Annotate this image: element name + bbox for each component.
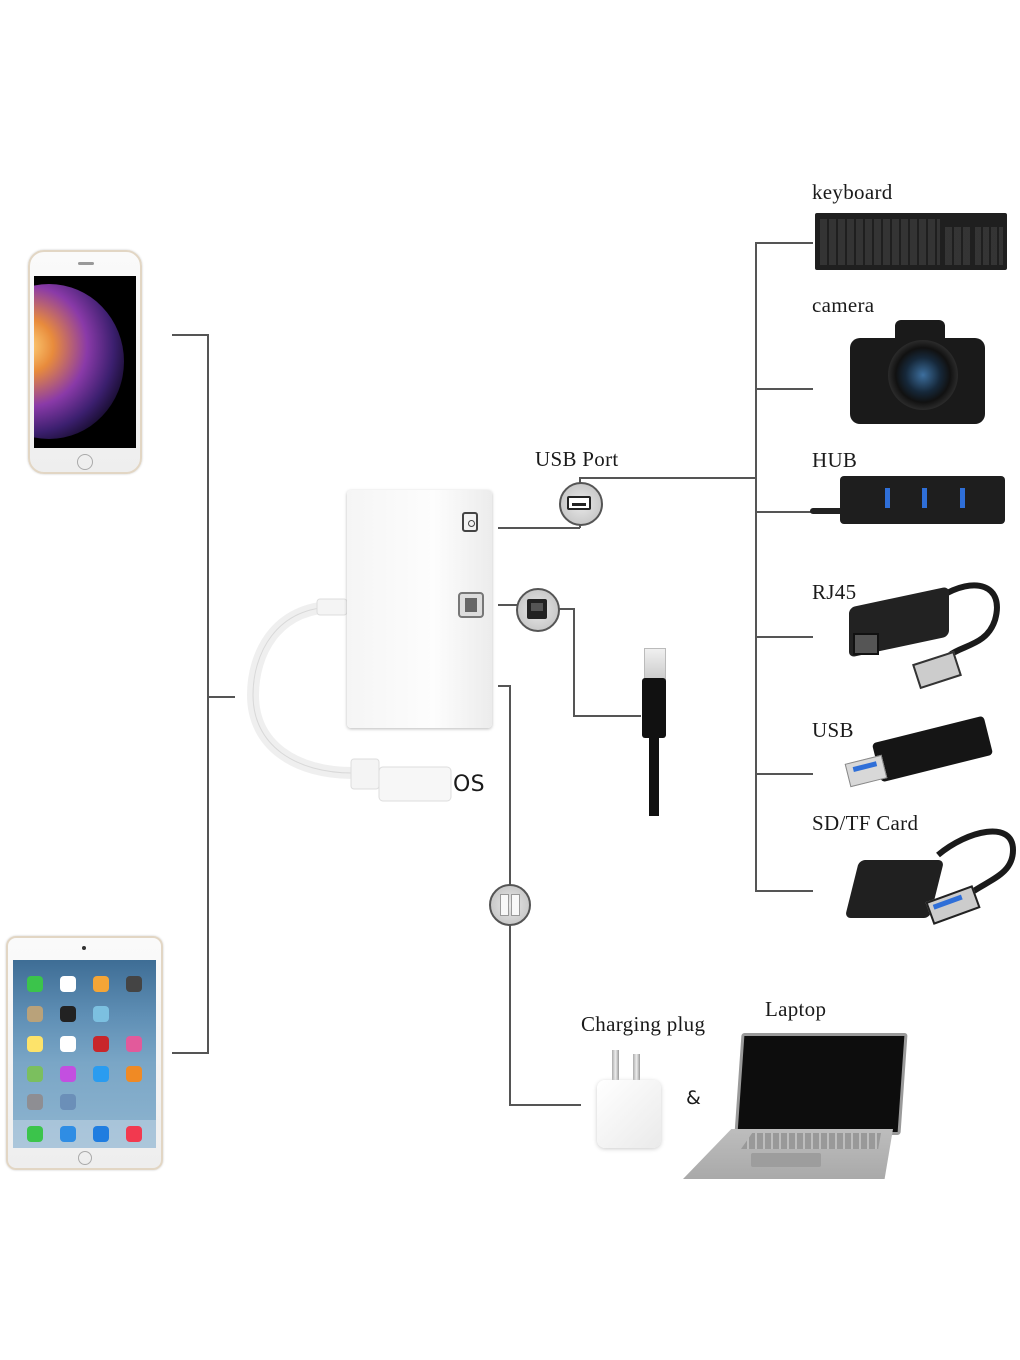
home-button-icon	[77, 454, 93, 470]
app-icon	[126, 1036, 142, 1052]
device-label-usb: USB	[812, 718, 854, 742]
connector-line-left-vertical	[207, 334, 209, 1054]
app-icon	[27, 1126, 43, 1142]
rj45-cable	[938, 582, 1000, 658]
device-label-sdcard: SD/TF Card	[812, 811, 919, 835]
app-icon	[60, 1006, 76, 1022]
usb-hub-image	[810, 476, 1005, 528]
app-icon	[27, 1036, 43, 1052]
adapter-os-label: OS	[453, 772, 485, 797]
ipad-camera	[82, 946, 86, 950]
app-icon	[93, 976, 109, 992]
card-reader-cable	[936, 828, 1017, 898]
app-icon	[93, 1066, 109, 1082]
device-label-hub: HUB	[812, 448, 858, 472]
app-icon	[126, 1066, 142, 1082]
app-icon	[126, 976, 142, 992]
iphone-speaker	[78, 262, 94, 265]
app-icon	[27, 1006, 43, 1022]
planet-wallpaper	[34, 284, 124, 439]
iphone-device	[28, 250, 142, 474]
iphone-screen	[34, 276, 136, 448]
connector-line-rj45-cable	[573, 715, 641, 717]
keyboard-image	[815, 213, 1007, 270]
app-icon	[27, 1066, 43, 1082]
app-icon	[60, 1066, 76, 1082]
connector-line-sdcard	[755, 890, 813, 892]
connector-line-ipad	[172, 1052, 209, 1054]
ampersand-label: &	[686, 1087, 702, 1109]
connector-line-charge-adapter	[498, 685, 510, 687]
lightning-charging-port-icon	[489, 884, 531, 926]
app-icon	[60, 1094, 76, 1110]
app-icon	[27, 1094, 43, 1110]
connector-line-keyboard	[755, 242, 813, 244]
ipad-device	[6, 936, 163, 1170]
connector-line-rj45	[755, 636, 813, 638]
lightning-cable	[246, 598, 452, 802]
usb-port-label: USB Port	[535, 447, 619, 471]
charging-plug-image	[595, 1050, 665, 1150]
laptop-image	[683, 1033, 908, 1181]
ipad-screen	[13, 960, 156, 1148]
connector-line-right-vertical	[755, 242, 757, 892]
app-icon	[93, 1126, 109, 1142]
connector-line-usb-stick	[755, 773, 813, 775]
app-icon	[27, 976, 43, 992]
rj45-adapter-image	[845, 575, 1005, 690]
connector-line-iphone	[172, 334, 209, 336]
device-label-camera: camera	[812, 293, 875, 317]
ethernet-cable	[640, 648, 670, 818]
camera-usb-port-icon	[462, 512, 478, 532]
app-icon	[60, 976, 76, 992]
app-icon	[60, 1036, 76, 1052]
home-button-icon	[78, 1151, 92, 1165]
camera-image	[850, 318, 985, 426]
connector-line-to-adapter-cable	[207, 696, 235, 698]
charging-plug-label: Charging plug	[581, 1012, 706, 1036]
connector-line-charge-plug	[509, 1104, 581, 1106]
connector-line-rj45-adapter	[498, 604, 518, 606]
connector-line-hub	[755, 511, 813, 513]
app-icon	[126, 1126, 142, 1142]
app-icon	[93, 1006, 109, 1022]
connector-line-usb-trunk	[579, 477, 757, 479]
usb-stick-image	[844, 715, 995, 790]
device-label-rj45: RJ45	[812, 580, 857, 604]
sd-card-reader-image	[844, 825, 1018, 930]
device-label-keyboard: keyboard	[812, 180, 893, 204]
app-icon	[60, 1126, 76, 1142]
laptop-label: Laptop	[765, 997, 827, 1021]
app-icon	[93, 1036, 109, 1052]
connector-line-camera	[755, 388, 813, 390]
usb-port-icon	[559, 482, 603, 526]
connector-line-rj45-out	[556, 608, 574, 610]
connector-line-rj45-down	[573, 608, 575, 716]
connector-line-usb-adapter	[498, 527, 580, 529]
ethernet-port-icon	[458, 592, 484, 618]
rj45-port-icon	[516, 588, 560, 632]
